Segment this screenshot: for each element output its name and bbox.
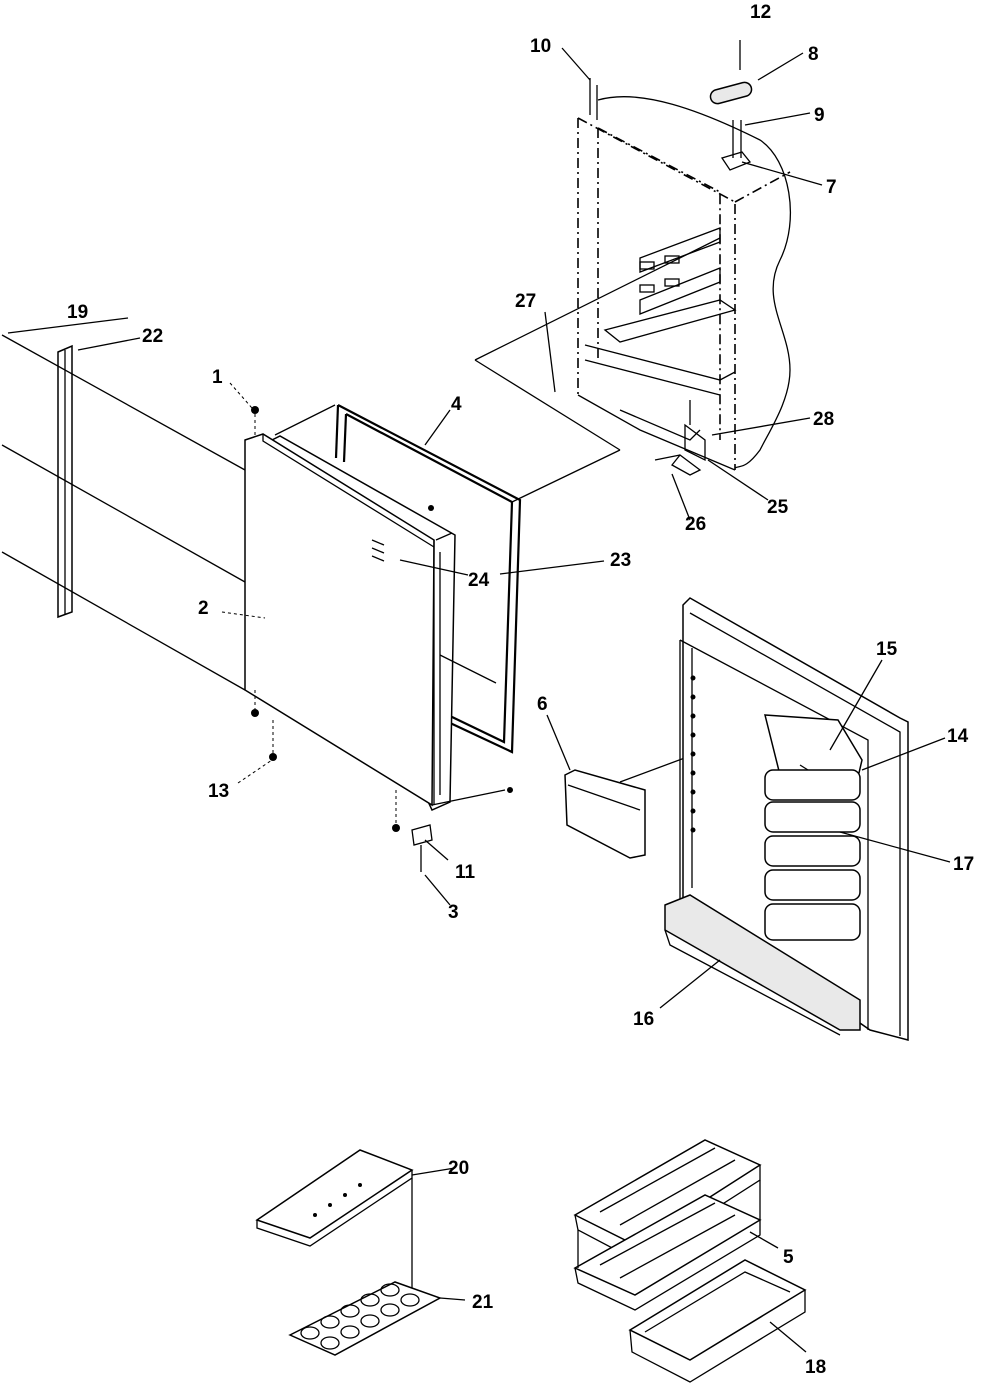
callout-15: 15: [876, 639, 898, 660]
door-handle: [57, 344, 73, 619]
bottom-hinge-parts: [654, 400, 706, 476]
callout-11: 11: [455, 862, 476, 883]
callout-16: 16: [633, 1009, 654, 1030]
callout-4: 4: [451, 394, 462, 415]
callout-6: 6: [537, 694, 548, 715]
callout-19: 19: [67, 302, 88, 323]
callout-23: 23: [610, 550, 631, 571]
callout-17: 17: [953, 854, 974, 875]
callout-8: 8: [808, 44, 819, 65]
freezer-door: [244, 404, 522, 872]
callout-10: 10: [530, 36, 551, 57]
callout-27: 27: [515, 291, 536, 312]
callout-1: 1: [212, 367, 223, 388]
shelf-support-dots: [690, 675, 696, 833]
door-inner-liner: [664, 597, 909, 1041]
callout-24: 24: [468, 570, 490, 591]
callout-14: 14: [947, 726, 969, 747]
ice-tray-shelf: [255, 1149, 414, 1290]
callout-25: 25: [767, 497, 789, 518]
cabinet-section: [577, 96, 792, 471]
callout-5: 5: [783, 1247, 794, 1268]
callout-labels: 1 2 3 4 5 6 7 8 9 10 11 12 13 14 15 16 1…: [67, 2, 974, 1378]
callout-22: 22: [142, 326, 163, 347]
callout-28: 28: [813, 409, 834, 430]
callout-2: 2: [198, 598, 209, 619]
callout-12: 12: [750, 2, 771, 23]
callout-18: 18: [805, 1357, 826, 1378]
ice-bin: [628, 1259, 807, 1383]
callout-20: 20: [448, 1158, 469, 1179]
top-hinge-parts: [589, 40, 753, 171]
callout-7: 7: [826, 177, 837, 198]
egg-tray: [288, 1281, 442, 1356]
door-bin: [564, 769, 646, 859]
ice-cube-trays: [573, 1139, 762, 1311]
callout-21: 21: [472, 1292, 494, 1313]
callout-3: 3: [448, 902, 459, 923]
alignment-lines: [1, 237, 761, 806]
leader-lines: [7, 47, 951, 1353]
callout-26: 26: [685, 514, 706, 535]
callout-13: 13: [208, 781, 229, 802]
callout-9: 9: [814, 105, 825, 126]
